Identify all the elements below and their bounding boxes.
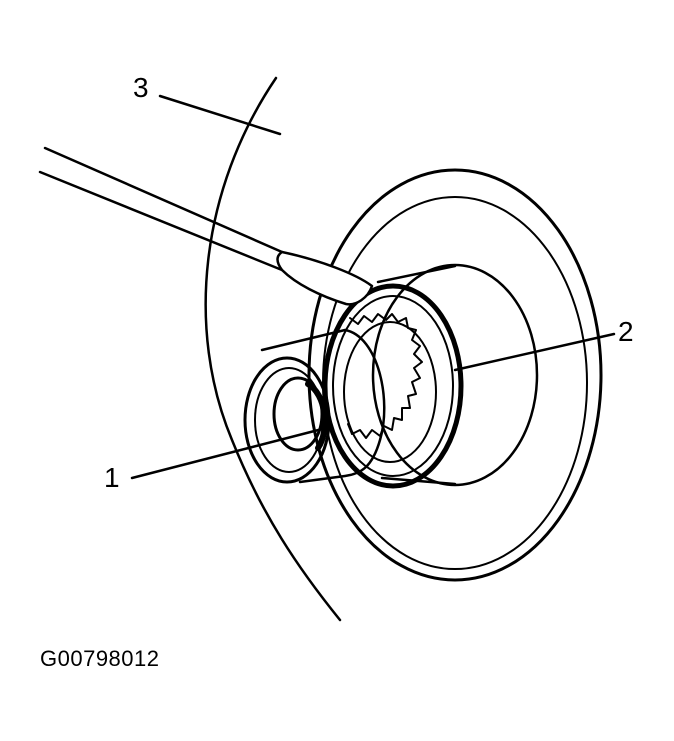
hub-bore-shade (305, 381, 328, 451)
spline-root (343, 321, 437, 463)
flange-inner (322, 196, 588, 570)
leader-line-2 (453, 332, 616, 372)
figure-code: G00798012 (40, 646, 160, 671)
bearing-face (371, 263, 539, 487)
leader-line-3 (158, 94, 282, 136)
flange-outer (307, 168, 603, 582)
seal-inner-ring (332, 295, 454, 477)
leader-line-1 (130, 425, 332, 480)
housing-edge (204, 76, 342, 622)
callout-2: 2 (618, 316, 634, 347)
hub-body (260, 328, 386, 484)
hub-end-outer (243, 356, 331, 484)
pry-tool-tip (276, 250, 374, 306)
pry-tool-shaft (38, 146, 284, 272)
seal-outer-ring (322, 283, 464, 489)
callout-3: 3 (133, 72, 149, 103)
callout-1: 1 (104, 462, 120, 493)
